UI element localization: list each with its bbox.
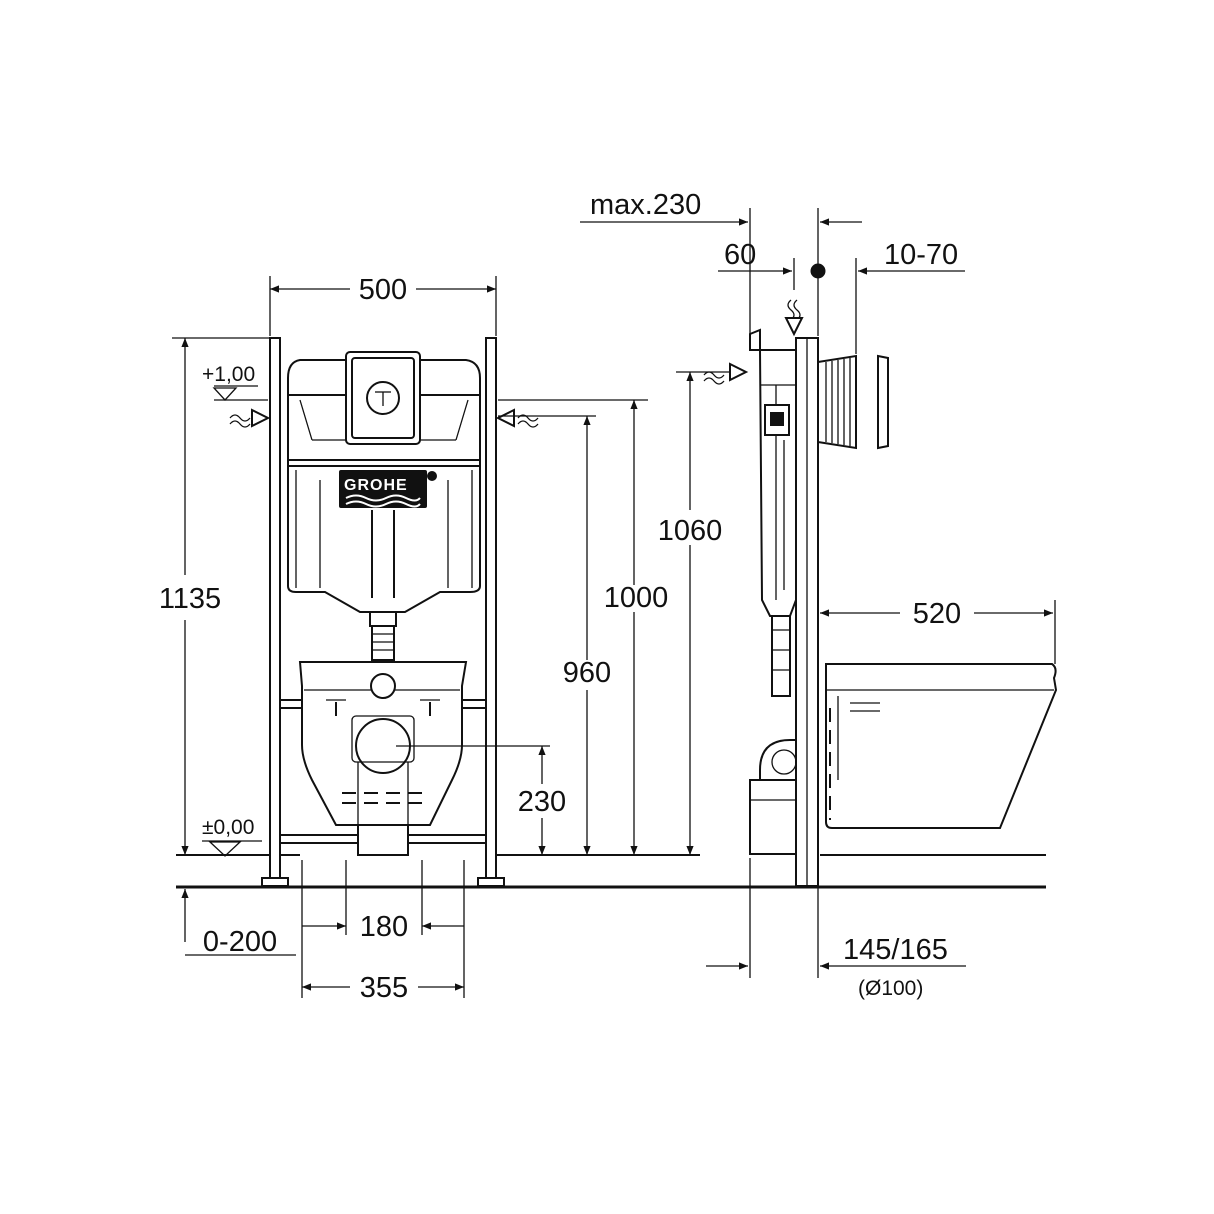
dim-projection-520: 520 xyxy=(913,598,961,630)
dim-height-1060: 1060 xyxy=(658,515,723,547)
level-zero-label: ±0,00 xyxy=(202,816,254,839)
dim-height-230: 230 xyxy=(518,786,566,818)
dim-width-180: 180 xyxy=(360,911,408,943)
grohe-logo: GROHE xyxy=(339,470,437,508)
side-dimensions: max.230 60 10-70 520 145/165 (Ø100) xyxy=(580,189,1056,1000)
dim-depth-60: 60 xyxy=(724,239,756,271)
dim-wall-10-70: 10-70 xyxy=(884,239,958,271)
level-plus-label: +1,00 xyxy=(202,363,255,386)
front-frame xyxy=(261,337,505,887)
front-water-inlets xyxy=(229,399,648,428)
flush-valve-icon xyxy=(366,381,400,415)
dim-height-1135: 1135 xyxy=(159,583,221,615)
dim-floor-0-200: 0-200 xyxy=(203,926,277,958)
dim-drain-diameter: (Ø100) xyxy=(858,977,923,1000)
front-wc-bowl xyxy=(298,661,468,856)
front-dimensions: 500 1135 +1,00 ±0,00 0-200 180 355 230 9… xyxy=(159,274,742,1004)
dim-width-355: 355 xyxy=(360,972,408,1004)
grohe-logo-text: GROHE xyxy=(344,477,408,494)
dim-width-500: 500 xyxy=(359,274,407,306)
side-view-assembly xyxy=(703,299,1058,887)
dim-max-230: max.230 xyxy=(590,189,701,221)
dim-drain-145-165: 145/165 xyxy=(843,934,948,966)
dim-height-960: 960 xyxy=(563,657,611,689)
dim-height-1000: 1000 xyxy=(604,582,669,614)
floor-lines xyxy=(176,854,1046,889)
